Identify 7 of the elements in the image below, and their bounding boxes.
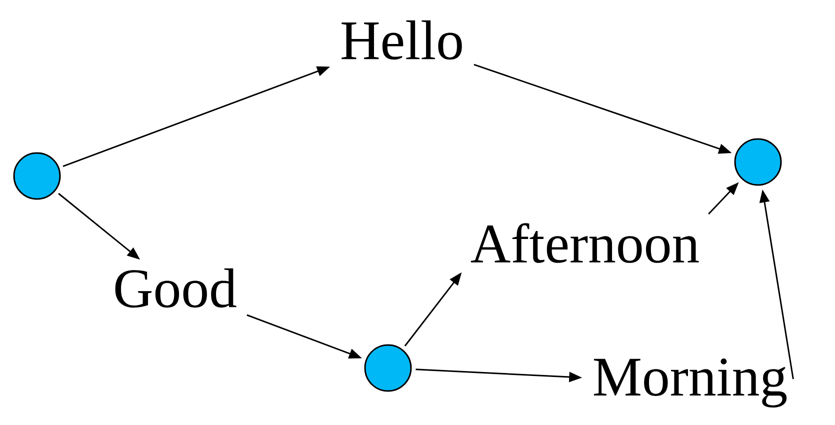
circle-node bbox=[13, 152, 61, 200]
word-label: Hello bbox=[342, 20, 462, 60]
word-label: Afternoon bbox=[470, 223, 699, 263]
word-label: Good bbox=[115, 268, 236, 308]
circle-node bbox=[364, 344, 412, 392]
word-label: Morning bbox=[594, 358, 787, 408]
circle-node bbox=[734, 138, 782, 186]
